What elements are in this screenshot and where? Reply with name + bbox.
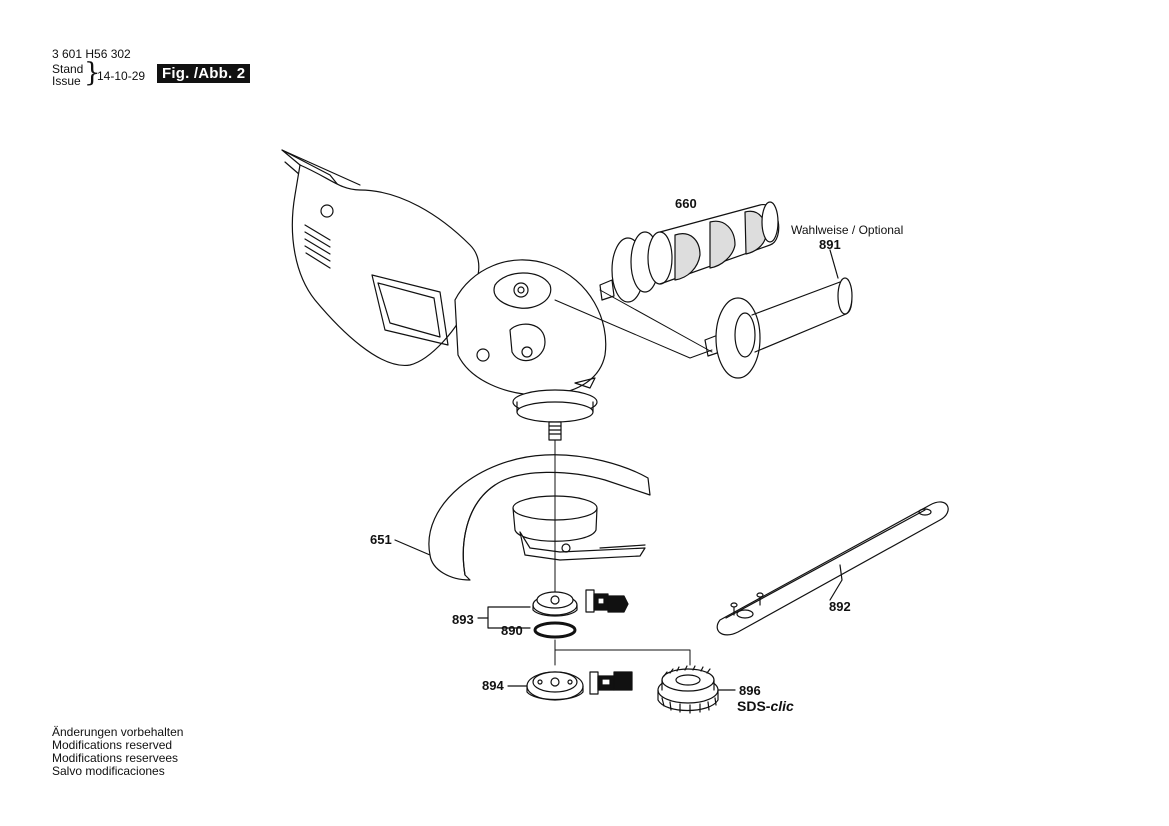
note-de: Änderungen vorbehalten bbox=[52, 725, 184, 739]
o-ring-890 bbox=[533, 621, 577, 639]
callout-891: 891 bbox=[819, 237, 841, 252]
note-fr: Modifications reservees bbox=[52, 751, 179, 765]
nut-side-view bbox=[589, 671, 633, 695]
sds-clic-logo: SDS-clic bbox=[737, 698, 794, 714]
grinder-body bbox=[281, 149, 607, 441]
callout-890: 890 bbox=[501, 623, 523, 638]
auxiliary-handle-660 bbox=[599, 201, 780, 303]
note-es: Salvo modificaciones bbox=[52, 764, 165, 778]
optional-label: Wahlweise / Optional bbox=[791, 223, 904, 237]
clamping-nut-894 bbox=[507, 671, 584, 701]
sds-suffix: clic bbox=[770, 698, 794, 714]
figure-label: Fig. /Abb. 2 bbox=[157, 64, 251, 83]
auxiliary-handle-891 bbox=[704, 249, 853, 379]
sds-prefix: SDS- bbox=[737, 698, 771, 714]
modification-notes: Änderungen vorbehalten Modifications res… bbox=[52, 726, 183, 778]
callout-893: 893 bbox=[452, 612, 474, 627]
callout-892: 892 bbox=[829, 599, 851, 614]
issue-date: 14-10-29 bbox=[97, 69, 146, 83]
mounting-flange-893 bbox=[532, 591, 578, 617]
two-pin-spanner-892 bbox=[716, 501, 949, 636]
callout-894: 894 bbox=[482, 678, 504, 693]
protective-guard-651 bbox=[394, 454, 651, 581]
issue-label: Issue bbox=[52, 74, 81, 88]
brace-glyph: } bbox=[84, 58, 101, 88]
callout-651: 651 bbox=[370, 532, 392, 547]
callout-896: 896 bbox=[739, 683, 761, 698]
callout-660: 660 bbox=[675, 196, 697, 211]
note-en: Modifications reserved bbox=[52, 738, 173, 752]
part-number: 3 601 H56 302 bbox=[52, 47, 131, 61]
quick-clamp-nut-896 bbox=[657, 665, 736, 714]
stand-label: Stand bbox=[52, 62, 84, 76]
flange-side-view bbox=[585, 589, 629, 613]
